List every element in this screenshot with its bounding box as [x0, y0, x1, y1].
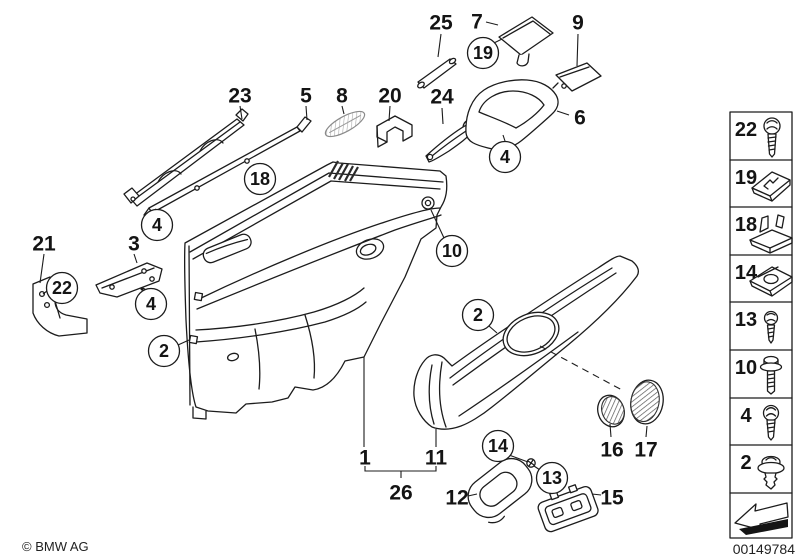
part-23-rail-drawing — [123, 108, 249, 207]
label-3: 3 — [128, 233, 140, 256]
label-5: 5 — [300, 85, 312, 108]
label-7: 7 — [471, 11, 483, 34]
svg-text:14: 14 — [735, 262, 758, 284]
part-10-grommet-drawing — [421, 196, 435, 210]
svg-text:2: 2 — [473, 305, 483, 325]
label-11: 11 — [425, 447, 448, 470]
label-15: 15 — [600, 487, 624, 510]
svg-text:13: 13 — [542, 468, 562, 488]
part-20-bracket-drawing — [376, 115, 413, 148]
svg-text:4: 4 — [740, 405, 752, 427]
svg-text:18: 18 — [250, 169, 270, 189]
callout-4-rail: 4 — [140, 208, 174, 242]
legend-item-18: 18 — [735, 214, 793, 254]
callout-18: 18 — [243, 162, 277, 196]
small-screw-icon — [763, 310, 779, 344]
part-25-rod-drawing — [417, 57, 457, 89]
direction-arrow-cell — [734, 502, 789, 535]
part-3-bracket-drawing — [95, 262, 163, 298]
svg-text:13: 13 — [735, 309, 757, 331]
callout-22: 22 — [45, 271, 79, 305]
svg-text:4: 4 — [146, 294, 156, 314]
legend-item-13: 13 — [735, 309, 779, 344]
washer-screw-icon — [759, 355, 783, 395]
bracket-clip-icon — [749, 214, 793, 254]
legend-item-10: 10 — [735, 355, 783, 395]
part-9-cap-drawing — [552, 62, 602, 92]
label-1: 1 — [359, 447, 371, 470]
label-9: 9 — [572, 12, 584, 35]
left-arrow-icon — [734, 502, 789, 535]
callout-4-trim: 4 — [488, 140, 522, 174]
part-8-pad-drawing — [324, 110, 366, 138]
svg-text:14: 14 — [488, 436, 508, 456]
svg-text:18: 18 — [735, 214, 757, 236]
svg-text:10: 10 — [735, 357, 757, 379]
svg-text:19: 19 — [473, 43, 493, 63]
callout-4-bracket: 4 — [134, 287, 168, 321]
part-17-speaker-grille-drawing — [630, 379, 664, 425]
svg-text:22: 22 — [52, 278, 72, 298]
label-17: 17 — [634, 439, 657, 462]
legend-item-2: 2 — [740, 452, 785, 490]
copyright-text: © BMW AG — [22, 539, 89, 554]
label-26: 26 — [389, 482, 412, 505]
part-13-screw-drawing — [526, 458, 536, 468]
door-trim-panel-drawing — [183, 160, 448, 420]
legend-item-4: 4 — [740, 404, 780, 441]
label-24: 24 — [430, 86, 454, 109]
label-20: 20 — [378, 85, 401, 108]
label-23: 23 — [228, 85, 251, 108]
legend-item-14: 14 — [735, 262, 793, 297]
callout-13: 13 — [535, 461, 569, 495]
label-8: 8 — [336, 85, 348, 108]
label-21: 21 — [32, 233, 56, 256]
group-bracket-1-11 — [364, 466, 437, 478]
callout-19: 19 — [466, 36, 500, 70]
projection-line — [539, 345, 623, 391]
svg-text:19: 19 — [735, 167, 757, 189]
circled-callouts: 19 18 4 4 22 4 2 10 — [45, 36, 569, 495]
leader-lines — [39, 21, 648, 497]
label-6: 6 — [574, 107, 586, 130]
svg-text:4: 4 — [152, 215, 162, 235]
quarter-trim-panel-drawing — [413, 255, 639, 430]
callout-2-door: 2 — [147, 334, 181, 368]
svg-text:2: 2 — [740, 452, 751, 474]
expanding-rivet-icon — [757, 455, 785, 490]
svg-text:22: 22 — [735, 119, 757, 141]
document-number: 00149784 — [733, 541, 796, 557]
svg-text:2: 2 — [159, 341, 169, 361]
part-12-handle-bezel-drawing — [467, 457, 533, 524]
screw-icon — [763, 117, 781, 158]
legend-item-19: 19 — [735, 167, 791, 202]
part-7-cover-drawing — [498, 16, 554, 67]
part-16-speaker-grille-drawing — [597, 394, 625, 428]
legend-item-22: 22 — [735, 117, 781, 158]
label-12: 12 — [445, 487, 468, 510]
callout-10: 10 — [435, 234, 469, 268]
svg-text:10: 10 — [442, 241, 462, 261]
fastener-legend: 22 19 18 — [729, 111, 793, 539]
part-15-plate-drawing — [537, 484, 599, 533]
plain-labels: 25 7 9 23 5 8 20 24 6 21 3 16 17 1 11 26… — [32, 11, 657, 510]
sheet-clip-icon — [751, 171, 791, 202]
callout-2-quarter: 2 — [461, 298, 495, 332]
screw-icon — [762, 404, 780, 441]
label-16: 16 — [600, 439, 623, 462]
speed-nut-icon — [749, 266, 793, 297]
svg-text:4: 4 — [500, 147, 510, 167]
label-25: 25 — [429, 12, 453, 35]
callout-14: 14 — [481, 429, 515, 463]
